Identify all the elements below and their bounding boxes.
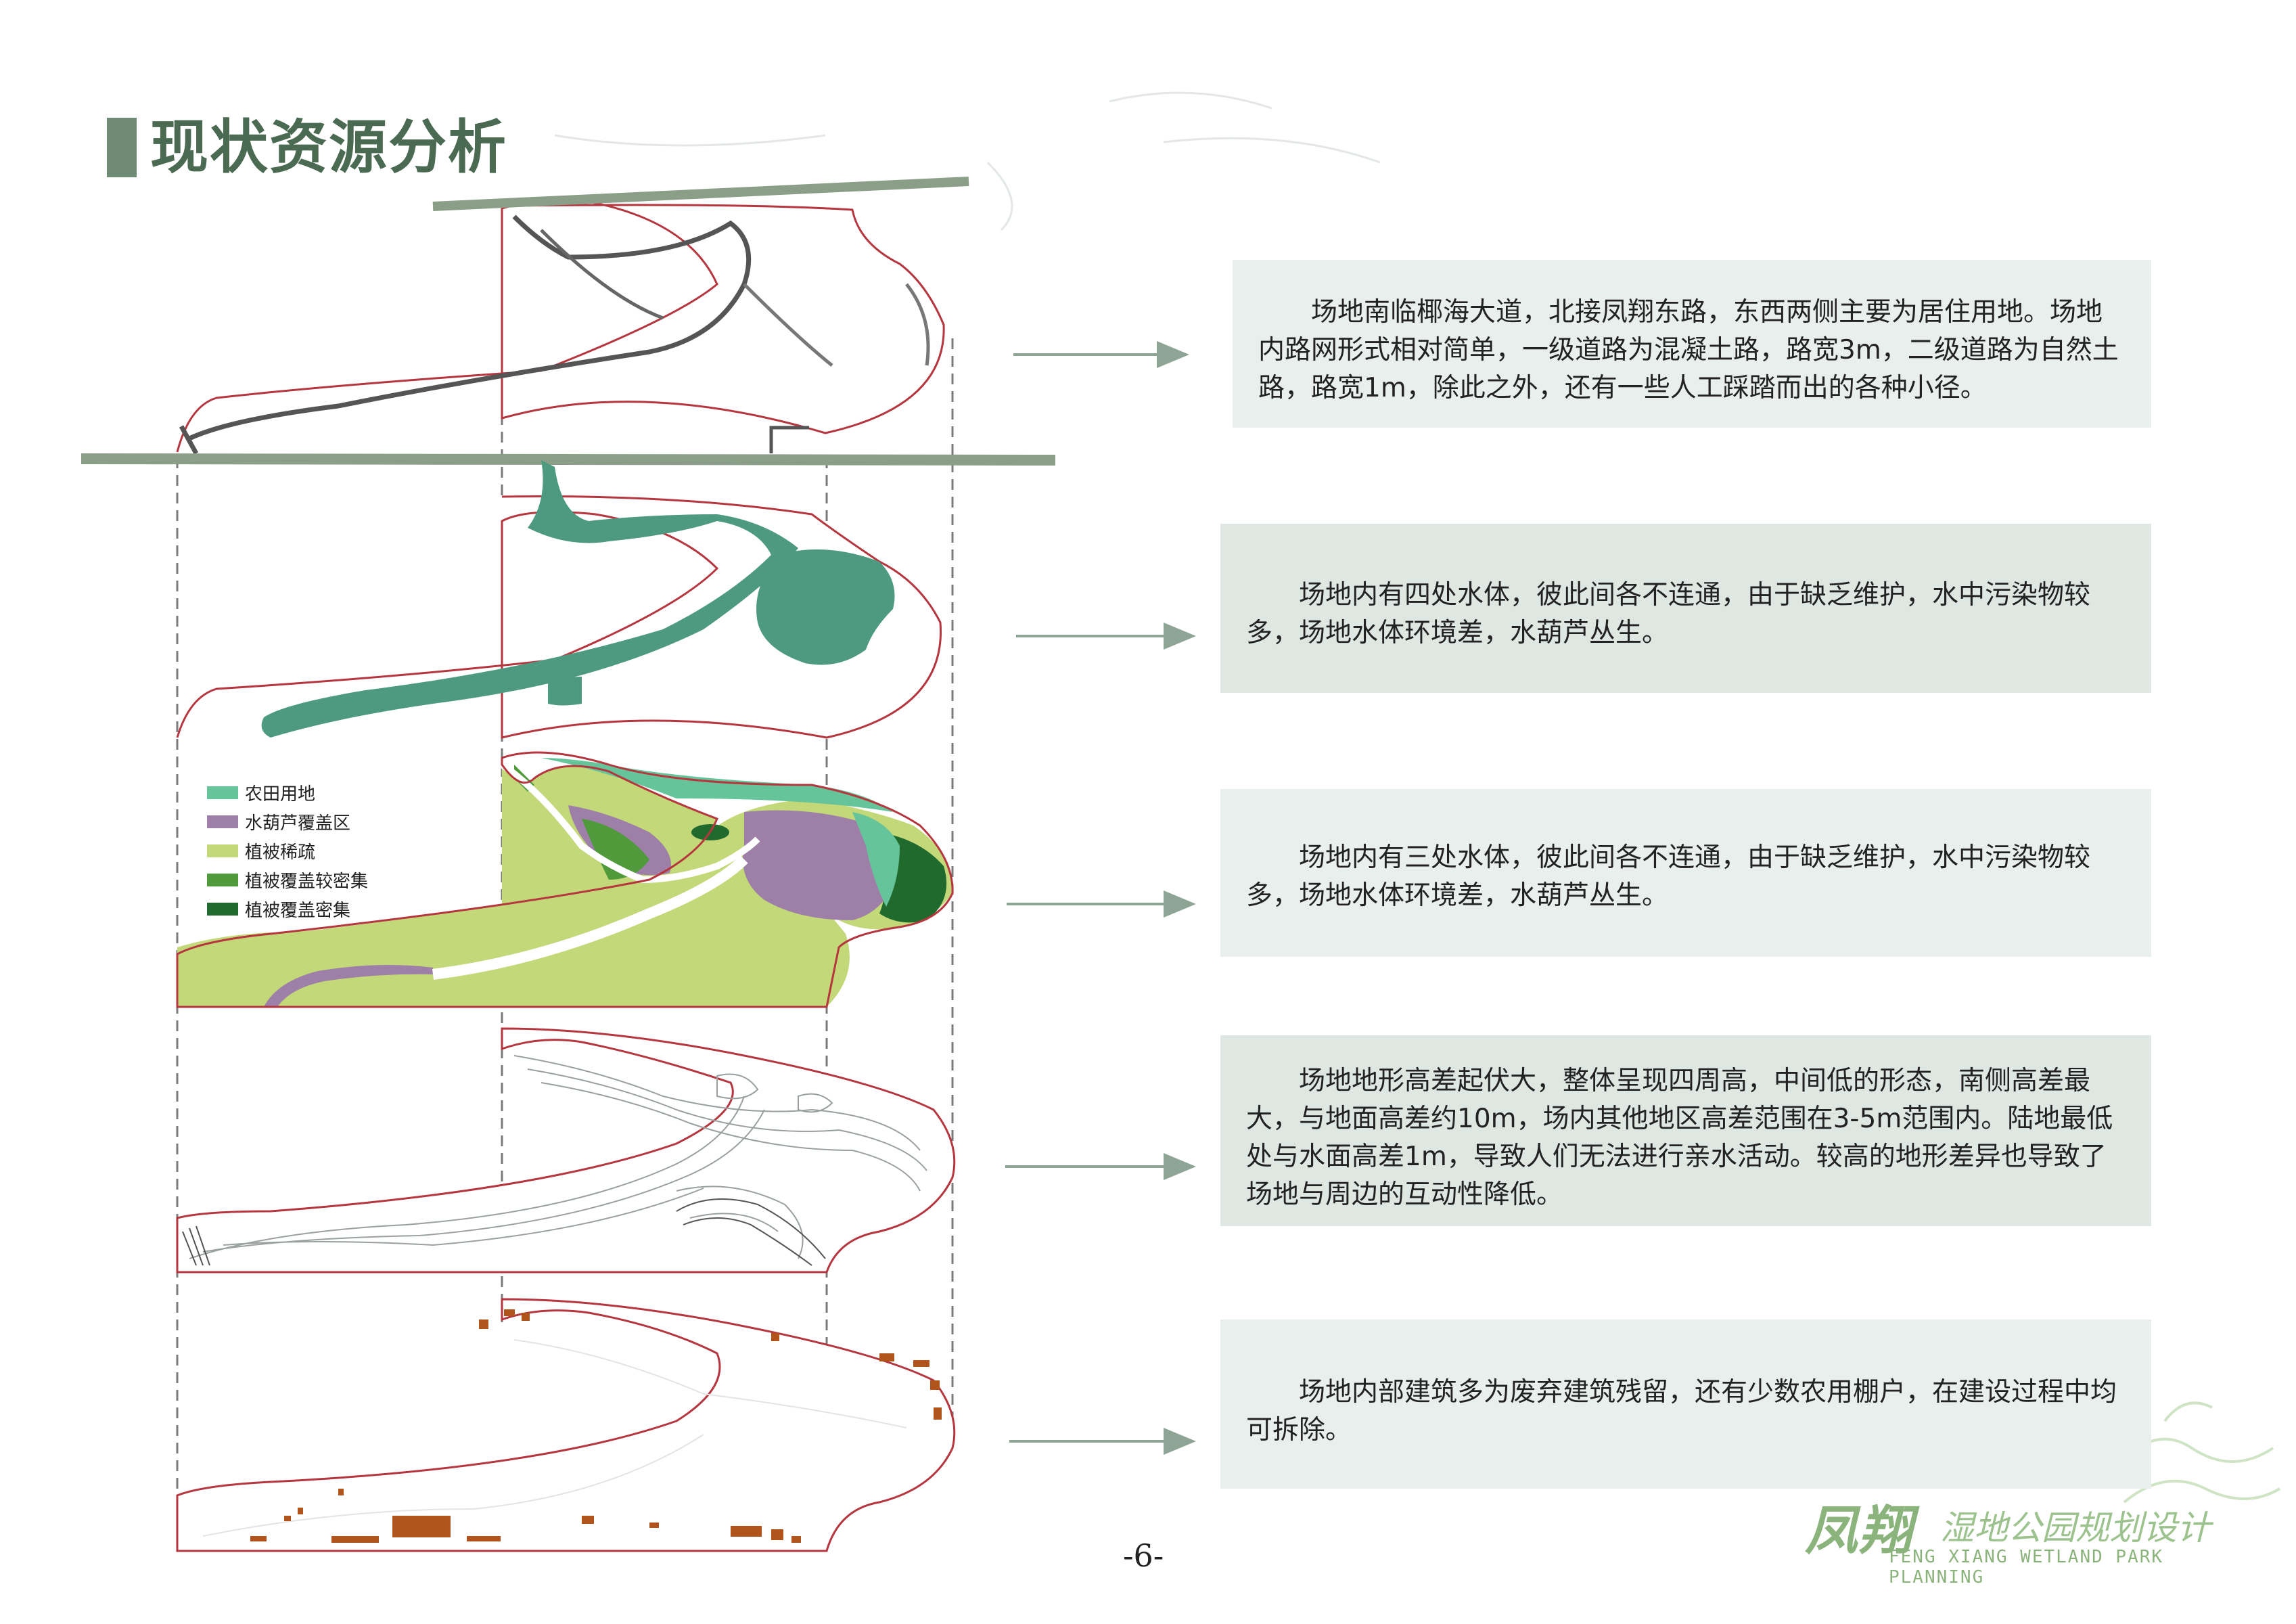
page-title: 现状资源分析 xyxy=(150,113,507,181)
note-buildings: 场地内部建筑多为废弃建筑残留，还有少数农用棚户，在建设过程中均可拆除。 xyxy=(1220,1320,2151,1489)
layer-topography xyxy=(176,1027,956,1273)
legend-swatch xyxy=(207,903,238,916)
layer-vegetation xyxy=(176,751,954,1008)
legend-label: 植被稀疏 xyxy=(245,842,316,863)
layer-road-network xyxy=(81,177,1056,466)
arrows xyxy=(1005,341,1196,1455)
legend-item-very-dense-vegetation: 植被覆盖密集 xyxy=(207,895,368,924)
legend-item-sparse-vegetation: 植被稀疏 xyxy=(207,836,368,865)
legend-item-dense-vegetation: 植被覆盖较密集 xyxy=(207,865,368,895)
title-accent-bar xyxy=(107,118,137,177)
note-topography: 场地地形高差起伏大，整体呈现四周高，中间低的形态，南侧高差最大，与地面高差约10… xyxy=(1220,1035,2151,1226)
layer-water-bodies xyxy=(176,460,942,739)
decorative-sketch xyxy=(554,91,1381,231)
legend-swatch xyxy=(207,815,238,828)
legend-label: 农田用地 xyxy=(245,784,316,805)
page-number: -6- xyxy=(1123,1537,1164,1574)
north-road-band xyxy=(432,177,969,211)
brand-subtitle: 湿地公园规划设计 xyxy=(1940,1508,2211,1548)
note-road-network: 场地南临椰海大道，北接凤翔东路，东西两侧主要为居住用地。场地内路网形式相对简单，… xyxy=(1233,260,2151,428)
south-road-band xyxy=(81,453,1056,466)
legend-item-water-hyacinth: 水葫芦覆盖区 xyxy=(207,807,368,836)
legend-label: 植被覆盖密集 xyxy=(245,901,351,921)
brand-name: 凤翔 xyxy=(1805,1500,1914,1562)
legend-swatch xyxy=(207,786,238,799)
note-water-bodies-four: 场地内有四处水体，彼此间各不连通，由于缺乏维护，水中污染物较多，场地水体环境差，… xyxy=(1220,524,2151,693)
legend-label: 植被覆盖较密集 xyxy=(245,872,369,892)
legend-label: 水葫芦覆盖区 xyxy=(245,813,351,834)
brand-english-name: FENG XIANG WETLAND PARK PLANNING xyxy=(1889,1547,2164,1587)
legend-swatch xyxy=(207,874,238,886)
brand-logo: 凤翔 湿地公园规划设计 FENG XIANG WETLAND PARK PLAN… xyxy=(1805,1489,2238,1587)
layer-buildings xyxy=(176,1298,956,1552)
legend-swatch xyxy=(207,844,238,857)
page-title-block: 现状资源分析 xyxy=(107,114,507,181)
legend-item-farmland: 农田用地 xyxy=(207,778,368,807)
note-water-bodies-three: 场地内有三处水体，彼此间各不连通，由于缺乏维护，水中污染物较多，场地水体环境差，… xyxy=(1220,789,2151,957)
vegetation-legend: 农田用地 水葫芦覆盖区 植被稀疏 植被覆盖较密集 植被覆盖密集 xyxy=(207,778,368,924)
